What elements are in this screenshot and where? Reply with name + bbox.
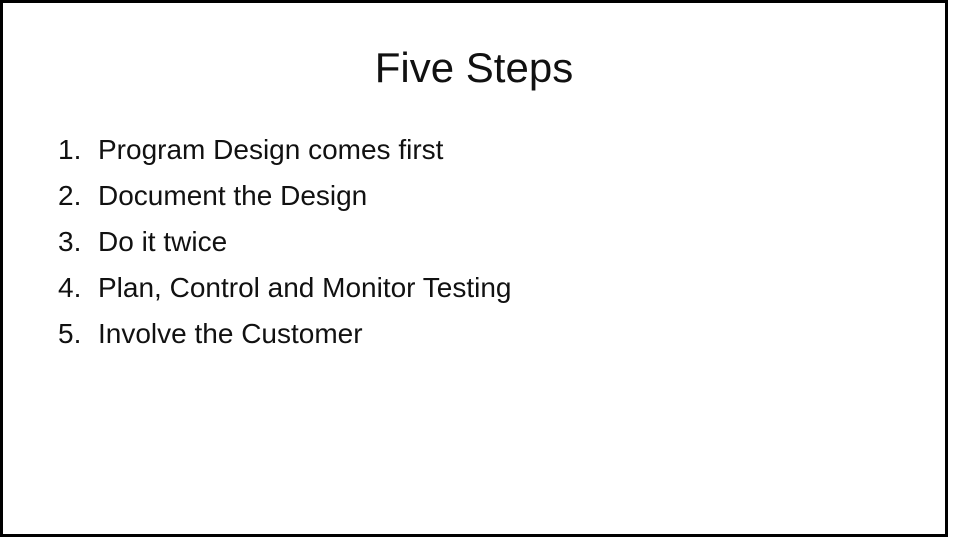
step-text: Document the Design <box>98 180 368 211</box>
step-number: 3. <box>58 226 82 257</box>
steps-list: 1. Program Design comes first 2. Documen… <box>58 127 512 357</box>
step-text: Involve the Customer <box>98 318 363 349</box>
step-text: Plan, Control and Monitor Testing <box>98 272 512 303</box>
step-text: Program Design comes first <box>98 134 444 165</box>
list-item: 5. Involve the Customer <box>58 311 512 357</box>
slide-title: Five Steps <box>374 44 574 91</box>
step-text: Do it twice <box>98 226 228 257</box>
list-item: 2. Document the Design <box>58 173 512 219</box>
step-number: 4. <box>58 272 82 303</box>
list-item: 1. Program Design comes first <box>58 127 512 173</box>
step-number: 2. <box>58 180 82 211</box>
step-number: 5. <box>58 318 82 349</box>
list-item: 3. Do it twice <box>58 219 512 265</box>
list-item: 4. Plan, Control and Monitor Testing <box>58 265 512 311</box>
step-number: 1. <box>58 134 82 165</box>
